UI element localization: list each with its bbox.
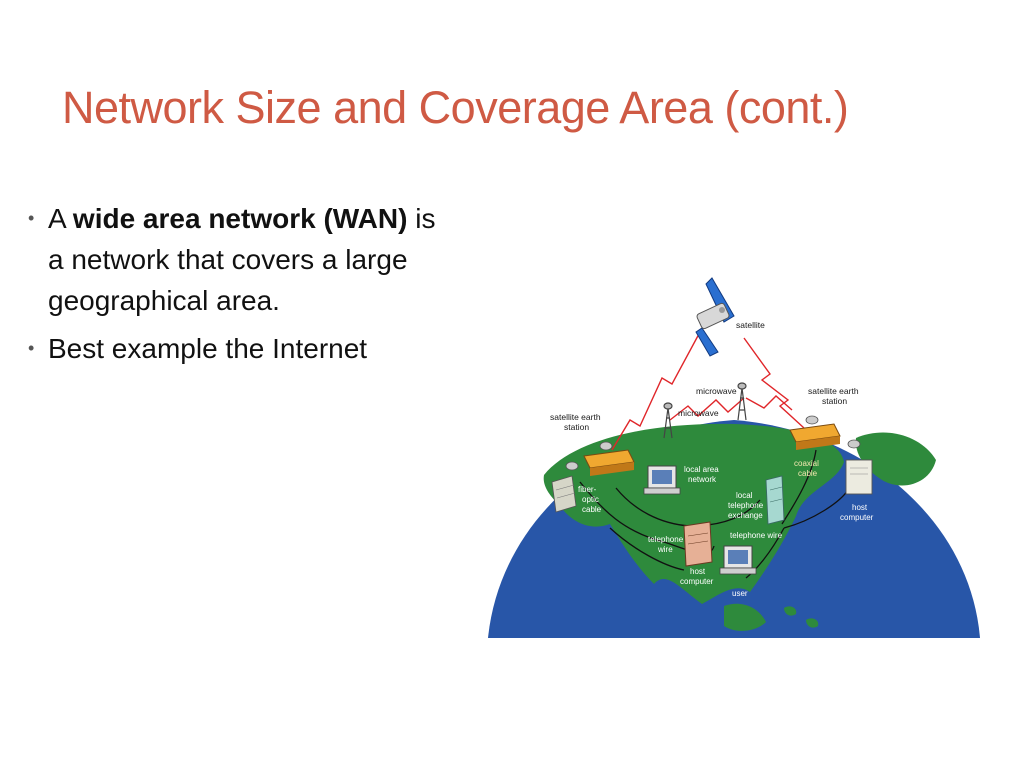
label-host-right-1: host [852,503,868,512]
label-fiber-1: fiber- [578,485,597,494]
bullet-dot-icon: • [28,208,35,228]
signal-microwave-link [669,397,745,421]
label-station-right-1: satellite earth [808,386,859,396]
label-exchange-3: exchange [728,511,763,520]
wan-illustration: satellite microwave microwave satellite … [484,270,984,644]
land-islands [784,606,819,628]
label-fiber-3: cable [582,505,602,514]
signal-right-downlink [743,337,805,429]
land-south [724,603,766,631]
slide-title: Network Size and Coverage Area (cont.) [62,82,849,133]
earth-station-right-icon [789,415,861,450]
label-microwave-top: microwave [696,386,737,396]
bullet-text-suffix: is a network that covers a large geograp… [48,203,436,316]
label-exchange-1: local [736,491,753,500]
label-fiber-2: optic [582,495,599,504]
label-host-right-2: computer [840,513,874,522]
user-computer-icon [719,545,757,575]
bullet-text: Best example the Internet [48,333,368,364]
label-station-left-2: station [564,422,589,432]
satellite-icon [695,277,735,357]
cable-coaxial [781,449,817,525]
label-telephone-wire-left-1: telephone [648,535,684,544]
label-user: user [732,589,748,598]
cable-telephone-left [609,527,685,571]
label-satellite: satellite [736,320,765,330]
office-building-icon [551,475,577,513]
label-station-right-2: station [822,396,847,406]
label-lan-1: local area [684,465,719,474]
signal-left-uplink [611,331,701,451]
label-lan-2: network [688,475,717,484]
bullet-text-prefix: A [48,203,73,234]
bullet-text-bold: wide area network (WAN) [72,203,408,234]
bullet-item-wan-definition: • A wide area network (WAN) is a network … [26,198,456,321]
microwave-tower-icon [663,382,747,439]
label-coaxial-2: cable [798,469,818,478]
cable-host-right [783,489,849,529]
label-coaxial-1: coaxial [794,459,819,468]
bullet-item-internet-example: • Best example the Internet [26,328,456,369]
label-exchange-2: telephone [728,501,764,510]
label-station-left-1: satellite earth [550,412,601,422]
label-telephone-wire-left-2: wire [657,545,673,554]
lan-computer-icon [643,465,681,495]
host-computer-right-icon [845,459,873,495]
signal-microwave-link-right [745,395,793,411]
land-greenland [855,432,936,486]
bullet-dot-icon: • [28,338,35,358]
bullet-list: • A wide area network (WAN) is a network … [26,198,456,376]
host-computer-bottom-icon [683,521,713,567]
label-host-bottom-1: host [690,567,706,576]
signal-links [611,331,805,451]
wan-diagram: satellite microwave microwave satellite … [488,277,980,638]
cable-telephone-right [745,527,785,579]
label-microwave-left: microwave [678,408,719,418]
label-host-bottom-2: computer [680,577,714,586]
telephone-exchange-icon [765,475,785,525]
earth-station-left-icon [565,441,635,476]
label-telephone-wire-right: telephone wire [730,531,783,540]
